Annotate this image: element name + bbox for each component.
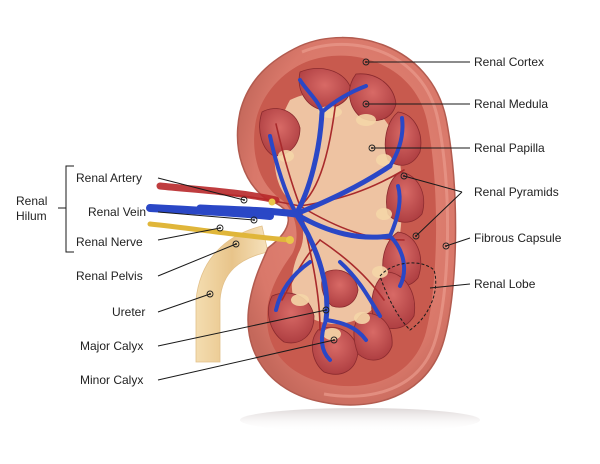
label-renal-vein: Renal Vein (88, 205, 146, 219)
target-dot-icon (206, 290, 214, 298)
label-renal-hilum-line2: Hilum (16, 209, 47, 223)
target-dot-icon (362, 100, 370, 108)
renal-lobe-outline (379, 262, 437, 331)
renal-artery-vessel (156, 182, 280, 204)
renal-vein-vessel (146, 204, 274, 220)
label-renal-artery: Renal Artery (76, 171, 142, 185)
label-renal-pelvis: Renal Pelvis (76, 269, 143, 283)
pyramid-left-1 (259, 108, 301, 157)
target-dot-icon (442, 242, 450, 250)
kidney-shadow (240, 408, 480, 432)
label-renal-cortex: Renal Cortex (474, 55, 544, 69)
target-dot-icon (330, 336, 338, 344)
target-dot-icon (368, 144, 376, 152)
pyramid-mid-1 (321, 269, 359, 308)
label-renal-papilla: Renal Papilla (474, 141, 545, 155)
label-renal-nerve: Renal Nerve (76, 235, 143, 249)
pyramid-right-2 (386, 171, 425, 223)
label-ureter: Ureter (112, 305, 145, 319)
pyramid-top-2 (349, 73, 397, 121)
target-dot-icon (216, 224, 224, 232)
pyramid-right-4 (371, 271, 416, 329)
label-renal-hilum-line1: Renal (16, 194, 47, 208)
capsule-rim (301, 42, 450, 398)
label-major-calyx: Major Calyx (80, 339, 143, 353)
label-renal-lobe: Renal Lobe (474, 277, 536, 291)
target-dot-icon (322, 306, 330, 314)
target-dot-icon (250, 216, 258, 224)
target-dot-icon (362, 58, 370, 66)
target-dot-icon (240, 196, 248, 204)
target-dot-icon (232, 240, 240, 248)
renal-nerve-vessel (147, 221, 293, 243)
label-renal-pyramids: Renal Pyramids (474, 185, 559, 199)
leader-lines (58, 61, 471, 381)
ureter-tube (195, 225, 269, 363)
label-renal-medula: Renal Medula (474, 97, 548, 111)
pointer-markers (206, 58, 450, 344)
label-minor-calyx: Minor Calyx (80, 373, 143, 387)
label-fibrous-capsule: Fibrous Capsule (474, 231, 562, 245)
target-dot-icon (400, 172, 408, 180)
target-dot-icon (412, 232, 420, 240)
